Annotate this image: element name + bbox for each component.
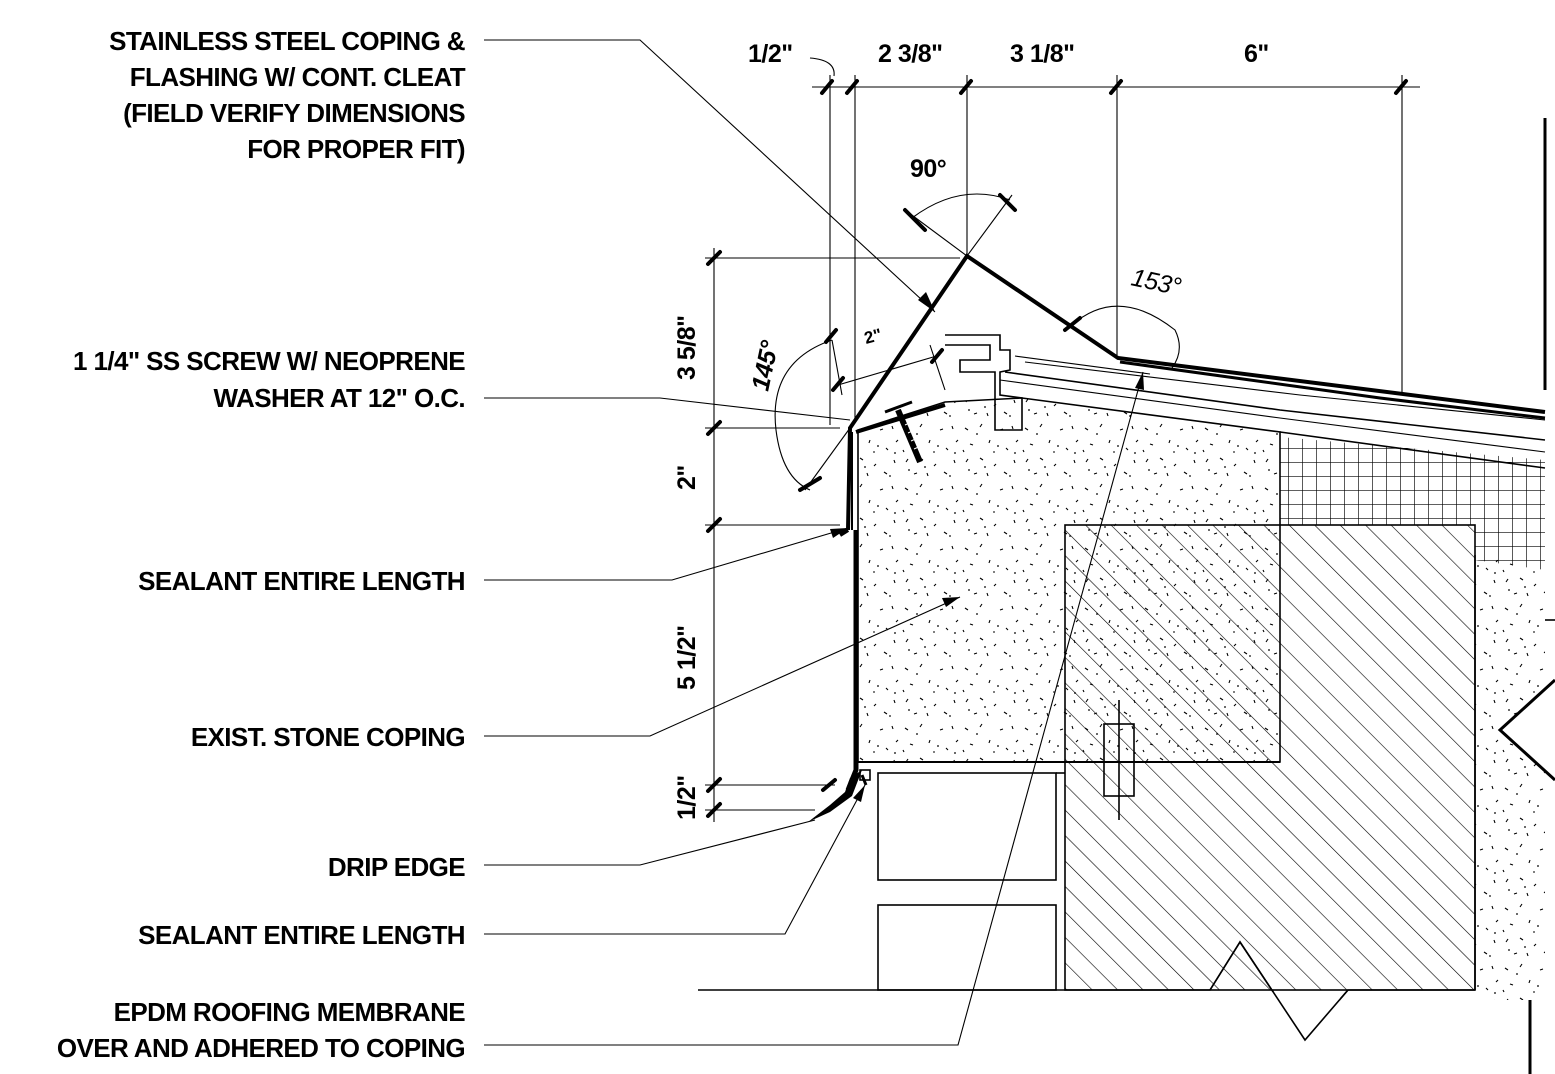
face-flashing <box>808 530 871 822</box>
dim-left-5-1-2: 5 1/2" <box>673 626 701 690</box>
callout-notes: STAINLESS STEEL COPING & FLASHING W/ CON… <box>57 26 466 1063</box>
small-2-dimension: 2" <box>831 325 946 396</box>
dim-top-6: 6" <box>1244 40 1269 68</box>
note-coping-2: FLASHING W/ CONT. CLEAT <box>130 62 466 92</box>
ground-break-line <box>698 940 1475 1052</box>
dim-left-half: 1/2" <box>673 775 701 820</box>
angle-90: 90° <box>903 155 1017 257</box>
note-coping-3: (FIELD VERIFY DIMENSIONS <box>123 98 465 128</box>
angle-90-label: 90° <box>910 155 946 183</box>
angle-145-label: 145° <box>746 337 784 393</box>
ss-screw <box>884 400 924 464</box>
dim-small-2: 2" <box>862 325 884 348</box>
note-coping-1: STAINLESS STEEL COPING & <box>109 26 465 56</box>
note-coping-4: FOR PROPER FIT) <box>247 134 465 164</box>
note-sealant-top: SEALANT ENTIRE LENGTH <box>138 566 465 596</box>
continuous-cleat <box>945 334 1023 431</box>
dim-left-2: 2" <box>673 465 701 490</box>
dim-top-2-3-8: 2 3/8" <box>878 40 942 68</box>
top-dimension-string: 1/2" 2 3/8" 3 1/8" 6" <box>748 40 1420 425</box>
note-screw-1: 1 1/4" SS SCREW W/ NEOPRENE <box>73 346 465 376</box>
dim-left-3-5-8: 3 5/8" <box>673 316 701 380</box>
leader-lines <box>484 39 1144 1046</box>
note-epdm-1: EPDM ROOFING MEMBRANE <box>114 997 466 1027</box>
stone-coping <box>857 397 1281 763</box>
dim-top-3-1-8: 3 1/8" <box>1010 40 1074 68</box>
dim-top-half: 1/2" <box>748 40 793 68</box>
insulation-grid <box>1280 437 1545 570</box>
anchor-pin <box>1103 700 1135 820</box>
concrete-backup <box>1474 555 1545 1000</box>
note-stone-coping: EXIST. STONE COPING <box>191 722 465 752</box>
note-screw-2: WASHER AT 12" O.C. <box>214 383 465 413</box>
right-break-line <box>1497 118 1555 1074</box>
left-dimension-string: 3 5/8" 2" 5 1/2" 1/2" <box>673 248 960 822</box>
note-epdm-2: OVER AND ADHERED TO COPING <box>57 1033 465 1063</box>
roof-membrane <box>999 355 1546 469</box>
angle-153: 153° <box>1063 263 1184 369</box>
note-drip-edge: DRIP EDGE <box>328 852 465 882</box>
note-sealant-bottom: SEALANT ENTIRE LENGTH <box>138 920 465 950</box>
angle-153-label: 153° <box>1129 263 1184 301</box>
